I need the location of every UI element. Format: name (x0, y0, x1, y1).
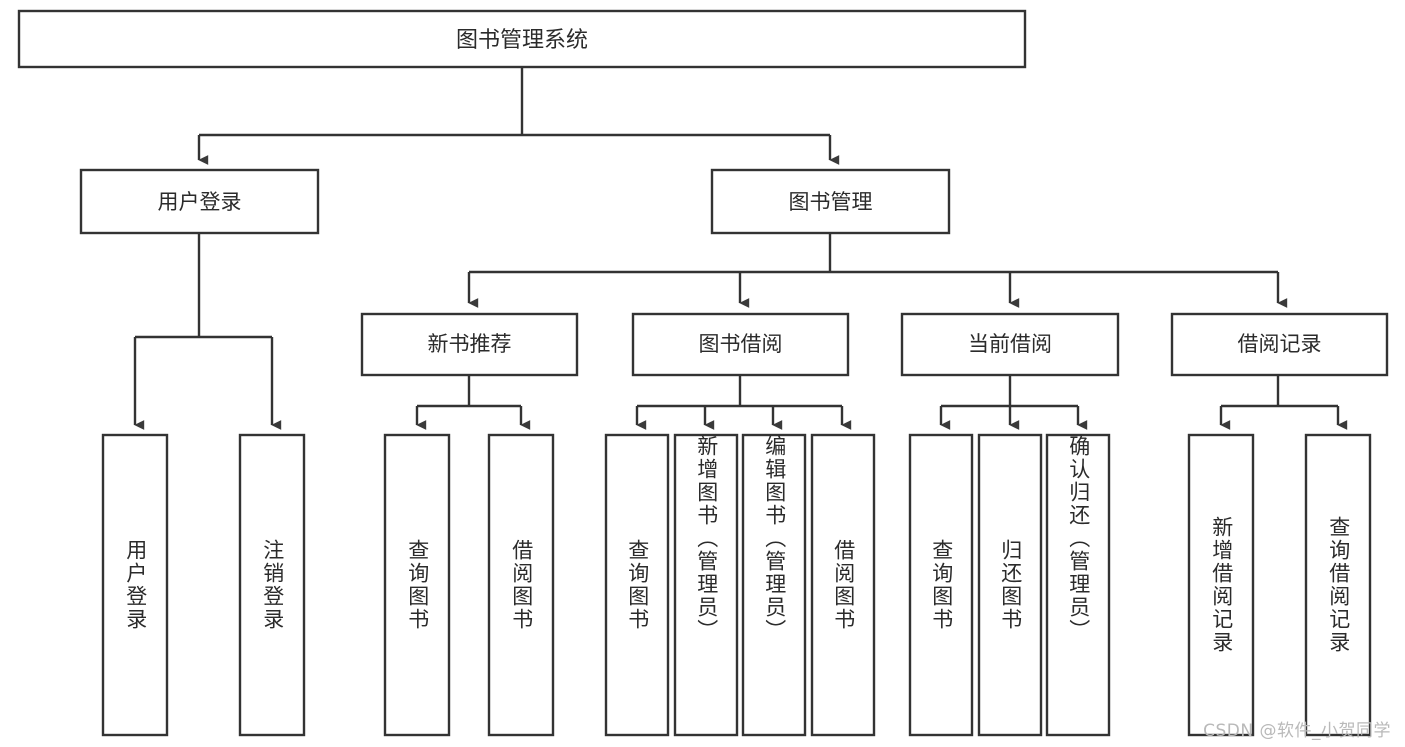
leaf-book-borrow-2[interactable] (741, 433, 807, 737)
leaf-current-borrow-0[interactable] (908, 433, 974, 737)
leaf-new-book-1[interactable] (487, 433, 555, 737)
leaf-current-borrow-2[interactable] (1045, 433, 1111, 737)
leaf-book-borrow-3[interactable] (810, 433, 876, 737)
node-new-book-recommend[interactable] (360, 312, 579, 377)
leaf-book-borrow-0[interactable] (604, 433, 670, 737)
node-root-label: 图书管理系统 (456, 28, 588, 53)
leaf-current-borrow-1[interactable] (977, 433, 1043, 737)
node-current-borrow-label: 当前借阅 (968, 332, 1052, 356)
node-book-management-label: 图书管理 (789, 190, 873, 214)
node-user-login[interactable] (79, 168, 320, 235)
node-book-borrow-label: 图书借阅 (699, 332, 783, 356)
node-book-borrow[interactable] (631, 312, 850, 377)
leaf-borrow-record-1[interactable] (1304, 433, 1372, 737)
node-borrow-record-label: 借阅记录 (1238, 332, 1322, 356)
node-user-login-label: 用户登录 (158, 190, 242, 214)
leaf-user-login-1[interactable] (238, 433, 306, 737)
node-current-borrow[interactable] (900, 312, 1120, 377)
leaf-new-book-0[interactable] (383, 433, 451, 737)
node-borrow-record[interactable] (1170, 312, 1389, 377)
node-new-book-recommend-label: 新书推荐 (428, 332, 512, 356)
leaf-borrow-record-0[interactable] (1187, 433, 1255, 737)
node-book-management[interactable] (710, 168, 951, 235)
leaf-user-login-0[interactable] (101, 433, 169, 737)
leaf-book-borrow-1[interactable] (673, 433, 739, 737)
node-root-book-management-system[interactable] (17, 9, 1027, 69)
csdn-watermark: CSDN @软件_小贺同学 (1203, 721, 1391, 741)
